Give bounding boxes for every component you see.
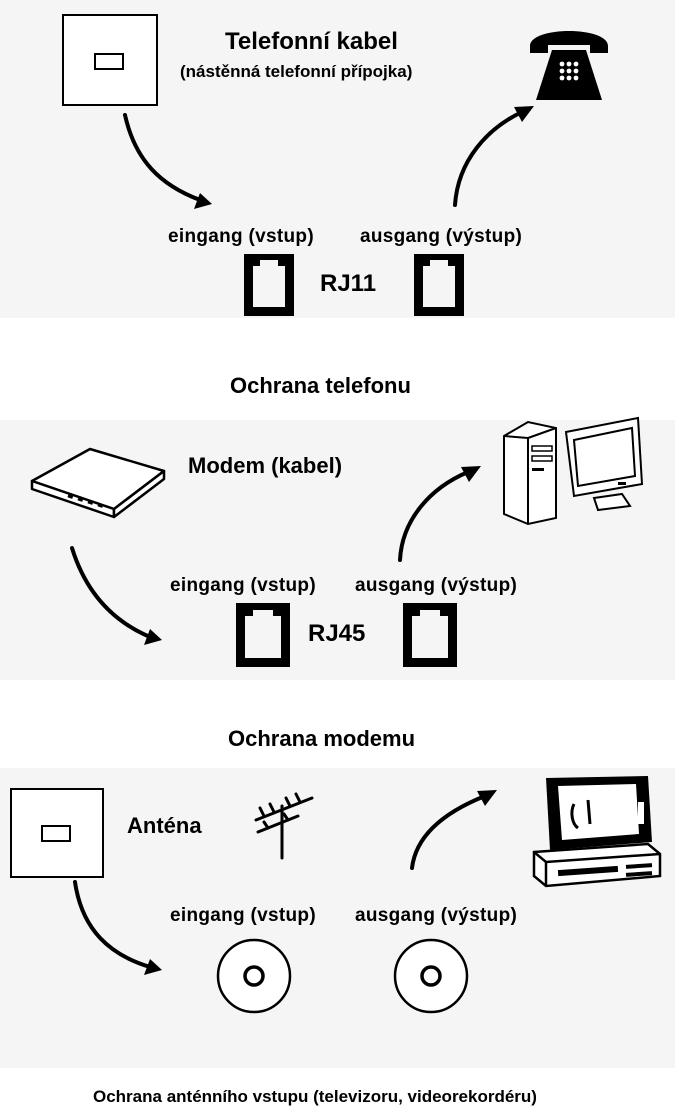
phone-title: Telefonní kabel (225, 28, 398, 55)
phone-input-label: eingang (vstup) (168, 226, 314, 247)
rj45-jack-icon (403, 603, 457, 667)
phone-output-label: ausgang (výstup) (360, 226, 523, 247)
telephone-icon (530, 31, 608, 100)
computer-icon (503, 416, 644, 526)
rj45-jack-icon (236, 603, 290, 667)
rj11-jack-icon (414, 254, 464, 316)
rj45-connector-label: RJ45 (308, 620, 366, 647)
antenna-title: Anténa (127, 813, 202, 838)
modem-icon (30, 447, 166, 519)
modem-caption: Ochrana modemu (228, 726, 416, 751)
phone-caption: Ochrana telefonu (230, 373, 411, 398)
coax-jack-icon (393, 938, 469, 1014)
antenna-caption: Ochrana anténního vstupu (televizoru, vi… (93, 1087, 537, 1106)
modem-input-label: eingang (vstup) (170, 575, 316, 596)
antenna-output-label: ausgang (výstup) (355, 905, 518, 926)
antenna-input-label: eingang (vstup) (170, 905, 316, 926)
rj11-connector-label: RJ11 (320, 270, 377, 297)
modem-title: Modem (kabel) (188, 453, 343, 478)
coax-jack-icon (216, 938, 292, 1014)
rj11-jack-icon (244, 254, 294, 316)
television-icon (532, 776, 662, 888)
modem-output-label: ausgang (výstup) (355, 575, 518, 596)
phone-subtitle: (nástěnná telefonní přípojka) (180, 62, 413, 81)
wall-socket-icon (62, 14, 158, 106)
antenna-icon (254, 792, 314, 860)
wall-socket-icon (10, 788, 104, 878)
